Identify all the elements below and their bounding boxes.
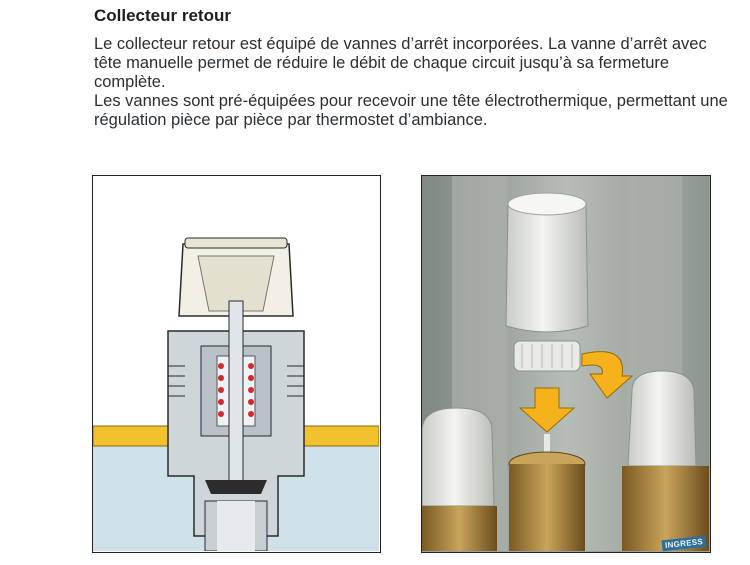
head-inner: [197, 255, 275, 312]
paragraph-2: Les vannes sont pré-équipées pour recevo…: [94, 92, 728, 129]
valve-cutaway-diagram: [92, 175, 381, 553]
cutaway-illustration: [93, 237, 379, 551]
adapter-ring: [513, 340, 581, 372]
spring: [218, 363, 254, 417]
valve-pin: [544, 434, 550, 454]
right-manual-cap: [627, 370, 697, 467]
down-arrow-icon: [518, 387, 576, 433]
section-title: Collecteur retour: [94, 6, 231, 25]
section-body: Le collecteur retour est équipé de vanne…: [94, 35, 734, 130]
outlet-bore: [217, 501, 255, 551]
brass-valve-body: [509, 464, 585, 551]
head-top: [184, 237, 288, 249]
left-brass-body: [422, 506, 497, 551]
photo-illustration: [422, 176, 709, 551]
paragraph-1: Le collecteur retour est équipé de vanne…: [94, 35, 707, 91]
valve-stem: [228, 300, 244, 487]
left-manual-cap: [422, 407, 495, 507]
rotate-arrow-icon: [581, 351, 634, 399]
thread-lines: [168, 365, 304, 397]
electrothermal-head-photo: INGRESS: [421, 175, 711, 553]
head-top-face: [507, 192, 587, 216]
ring-knurling: [521, 344, 573, 368]
valve-disc: [205, 480, 267, 494]
